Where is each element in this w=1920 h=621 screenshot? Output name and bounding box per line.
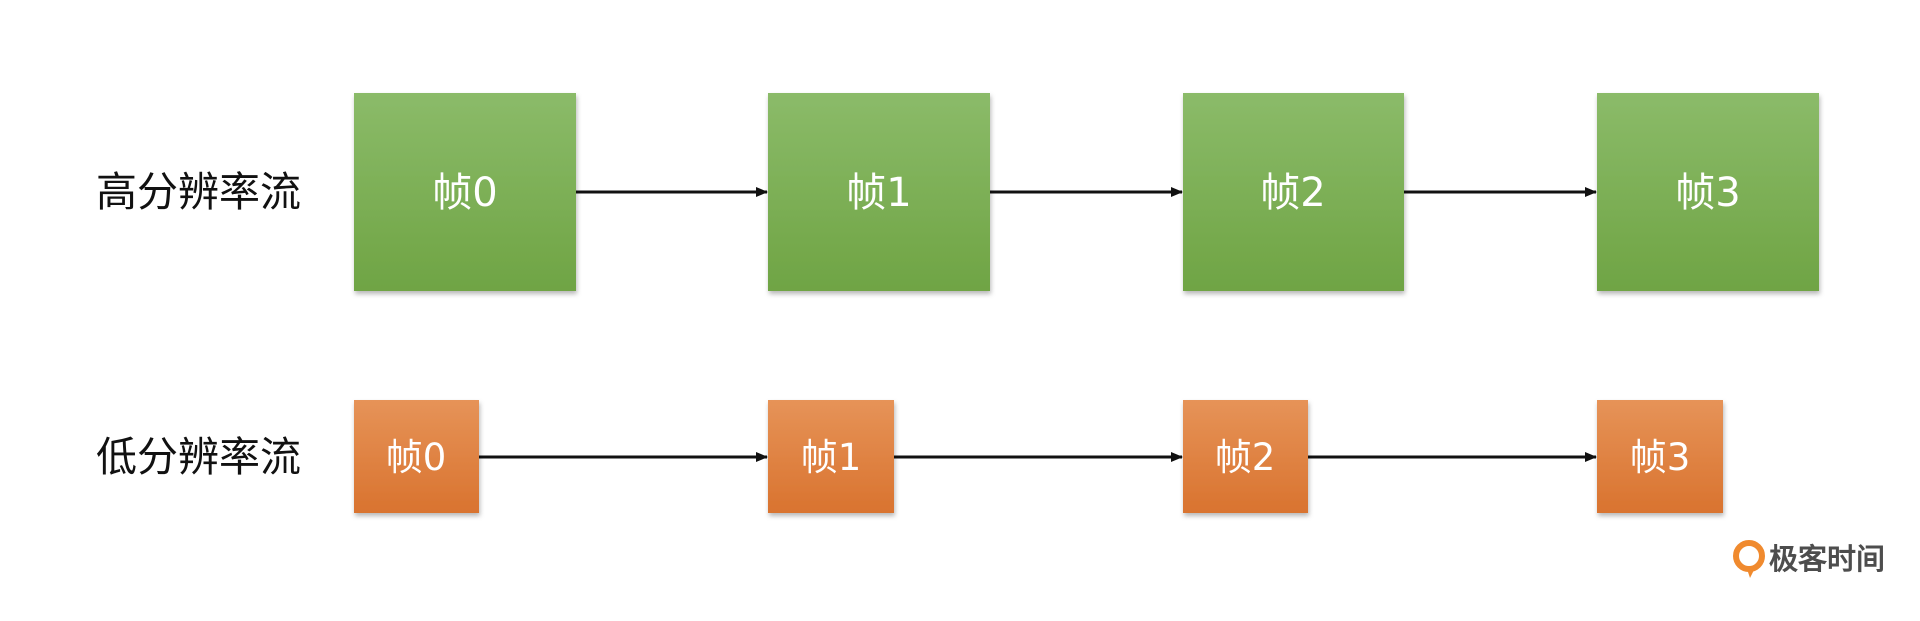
low-res-frame-3-label: 帧3 [1630,436,1691,479]
low-res-stream-label: 低分辨率流 [96,433,301,481]
low-res-frame-3: 帧3 [1597,400,1723,513]
geektime-logo: 极客时间 [1733,540,1885,578]
low-res-frame-1: 帧1 [768,400,894,513]
high-res-frame-0: 帧0 [354,93,576,291]
high-res-frame-2: 帧2 [1183,93,1404,291]
geektime-logo-icon [1733,540,1765,578]
low-res-frame-2: 帧2 [1183,400,1308,513]
geektime-logo-text: 极客时间 [1769,542,1885,576]
high-res-frame-2-label: 帧2 [1260,170,1325,216]
low-res-frame-0-label: 帧0 [386,436,447,479]
low-res-frame-1-label: 帧1 [801,436,862,479]
high-res-stream-label: 高分辨率流 [96,168,301,216]
high-res-frame-1-label: 帧1 [846,170,911,216]
low-res-frame-0: 帧0 [354,400,479,513]
high-res-frame-3-label: 帧3 [1675,170,1740,216]
high-res-stream-row: 高分辨率流 帧0 帧1 帧2 帧3 [96,93,1819,291]
low-res-stream-row: 低分辨率流 帧0 帧1 帧2 帧3 [96,400,1723,513]
high-res-frame-1: 帧1 [768,93,990,291]
high-res-frame-0-label: 帧0 [432,170,497,216]
low-res-frame-2-label: 帧2 [1215,436,1276,479]
high-res-frame-3: 帧3 [1597,93,1819,291]
